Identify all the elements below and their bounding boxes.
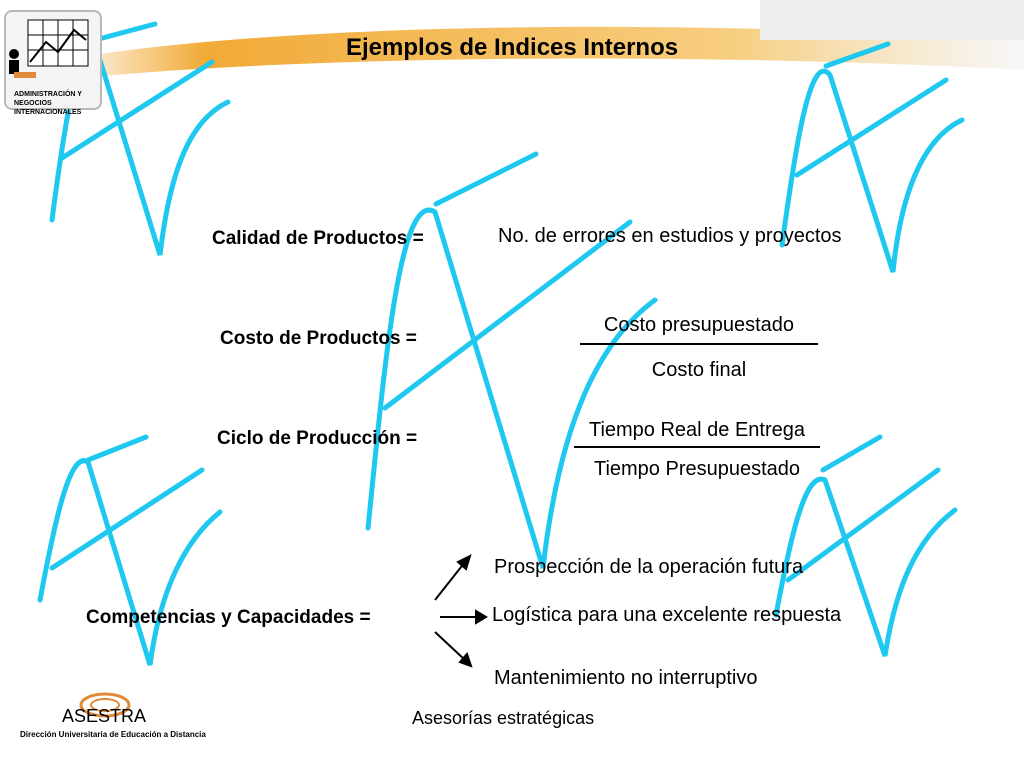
decorative-strokes	[37, 21, 965, 666]
logo-caption-line2: NEGOCIOS INTERNACIONALES	[14, 100, 82, 116]
program-logo: ADMINISTRACIÓN Y NEGOCIOS INTERNACIONALE…	[4, 10, 102, 116]
logo-caption-line1: ADMINISTRACIÓN Y	[14, 91, 82, 98]
slide-title: Ejemplos de Indices Internos	[346, 34, 679, 61]
fraction-bar	[574, 446, 820, 448]
competencias-label: Competencias y Capacidades =	[86, 607, 371, 628]
duead-logo-ring	[79, 692, 131, 718]
gray-corner-band	[760, 0, 1024, 40]
competencias-item-2: Logística para una excelente respuesta	[492, 604, 842, 626]
costo-fraction: Costo presupuestado Costo final	[580, 314, 818, 382]
calidad-definition: No. de errores en estudios y proyectos	[498, 225, 842, 247]
footer-tagline: Asesorías estratégicas	[412, 708, 595, 728]
ciclo-fraction: Tiempo Real de Entrega Tiempo Presupuest…	[574, 419, 820, 481]
costo-denominator: Costo final	[651, 359, 747, 381]
orange-banner	[60, 26, 1024, 80]
arrows	[434, 554, 488, 668]
competencias-item-3: Mantenimiento no interruptivo	[494, 667, 758, 689]
footer-institution: Dirección Universitaria de Educación a D…	[20, 730, 206, 739]
footer-brand: ASESTRA	[62, 706, 147, 726]
ciclo-label: Ciclo de Producción =	[217, 428, 418, 449]
ciclo-denominator: Tiempo Presupuestado	[593, 458, 801, 480]
chart-logo-icon	[9, 19, 89, 78]
ciclo-numerator: Tiempo Real de Entrega	[588, 419, 806, 441]
fraction-bar	[580, 343, 818, 345]
competencias-item-1: Prospección de la operación futura	[494, 556, 804, 578]
costo-numerator: Costo presupuestado	[603, 314, 795, 336]
costo-label: Costo de Productos =	[220, 328, 417, 349]
calidad-label: Calidad de Productos =	[212, 228, 424, 249]
